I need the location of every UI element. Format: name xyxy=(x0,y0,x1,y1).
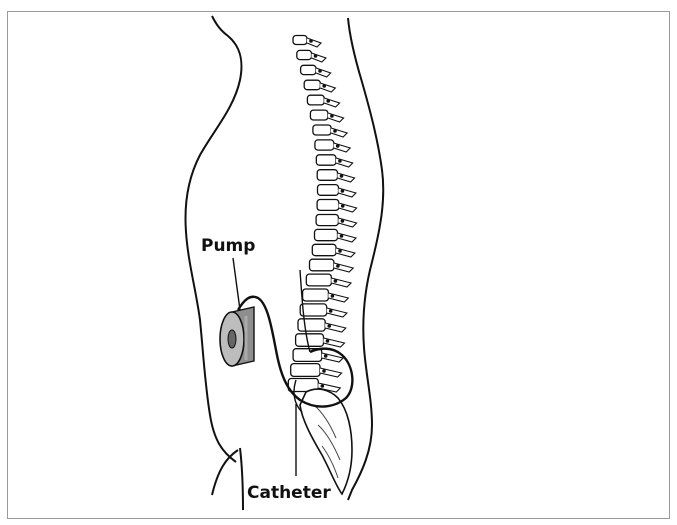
vertebra xyxy=(318,185,356,197)
vertebra xyxy=(313,125,347,137)
vertebra xyxy=(300,304,347,317)
vertebra xyxy=(297,50,326,62)
vertebra xyxy=(306,274,351,287)
vertebra xyxy=(293,36,321,48)
leg-line xyxy=(240,448,243,510)
implanted-pump-icon xyxy=(220,307,254,366)
vertebra xyxy=(301,65,331,77)
vertebra xyxy=(310,110,343,122)
vertebra xyxy=(296,334,345,347)
body-front-outline xyxy=(348,18,383,500)
catheter-label: Catheter xyxy=(247,485,331,502)
vertebra xyxy=(317,170,354,182)
vertebra xyxy=(316,155,352,167)
vertebra xyxy=(315,140,350,152)
vertebra xyxy=(307,95,339,107)
vertebra xyxy=(312,244,355,257)
vertebra xyxy=(316,215,357,228)
buttock-outline xyxy=(212,450,238,495)
vertebra xyxy=(303,289,349,302)
pump-label: Pump xyxy=(201,238,255,255)
vertebra xyxy=(317,200,357,213)
pump-leader-line xyxy=(233,258,240,310)
vertebra xyxy=(315,229,357,242)
vertebra xyxy=(310,259,354,272)
vertebral-column-icon xyxy=(288,36,356,393)
vertebra xyxy=(291,364,342,377)
vertebra xyxy=(304,80,335,92)
